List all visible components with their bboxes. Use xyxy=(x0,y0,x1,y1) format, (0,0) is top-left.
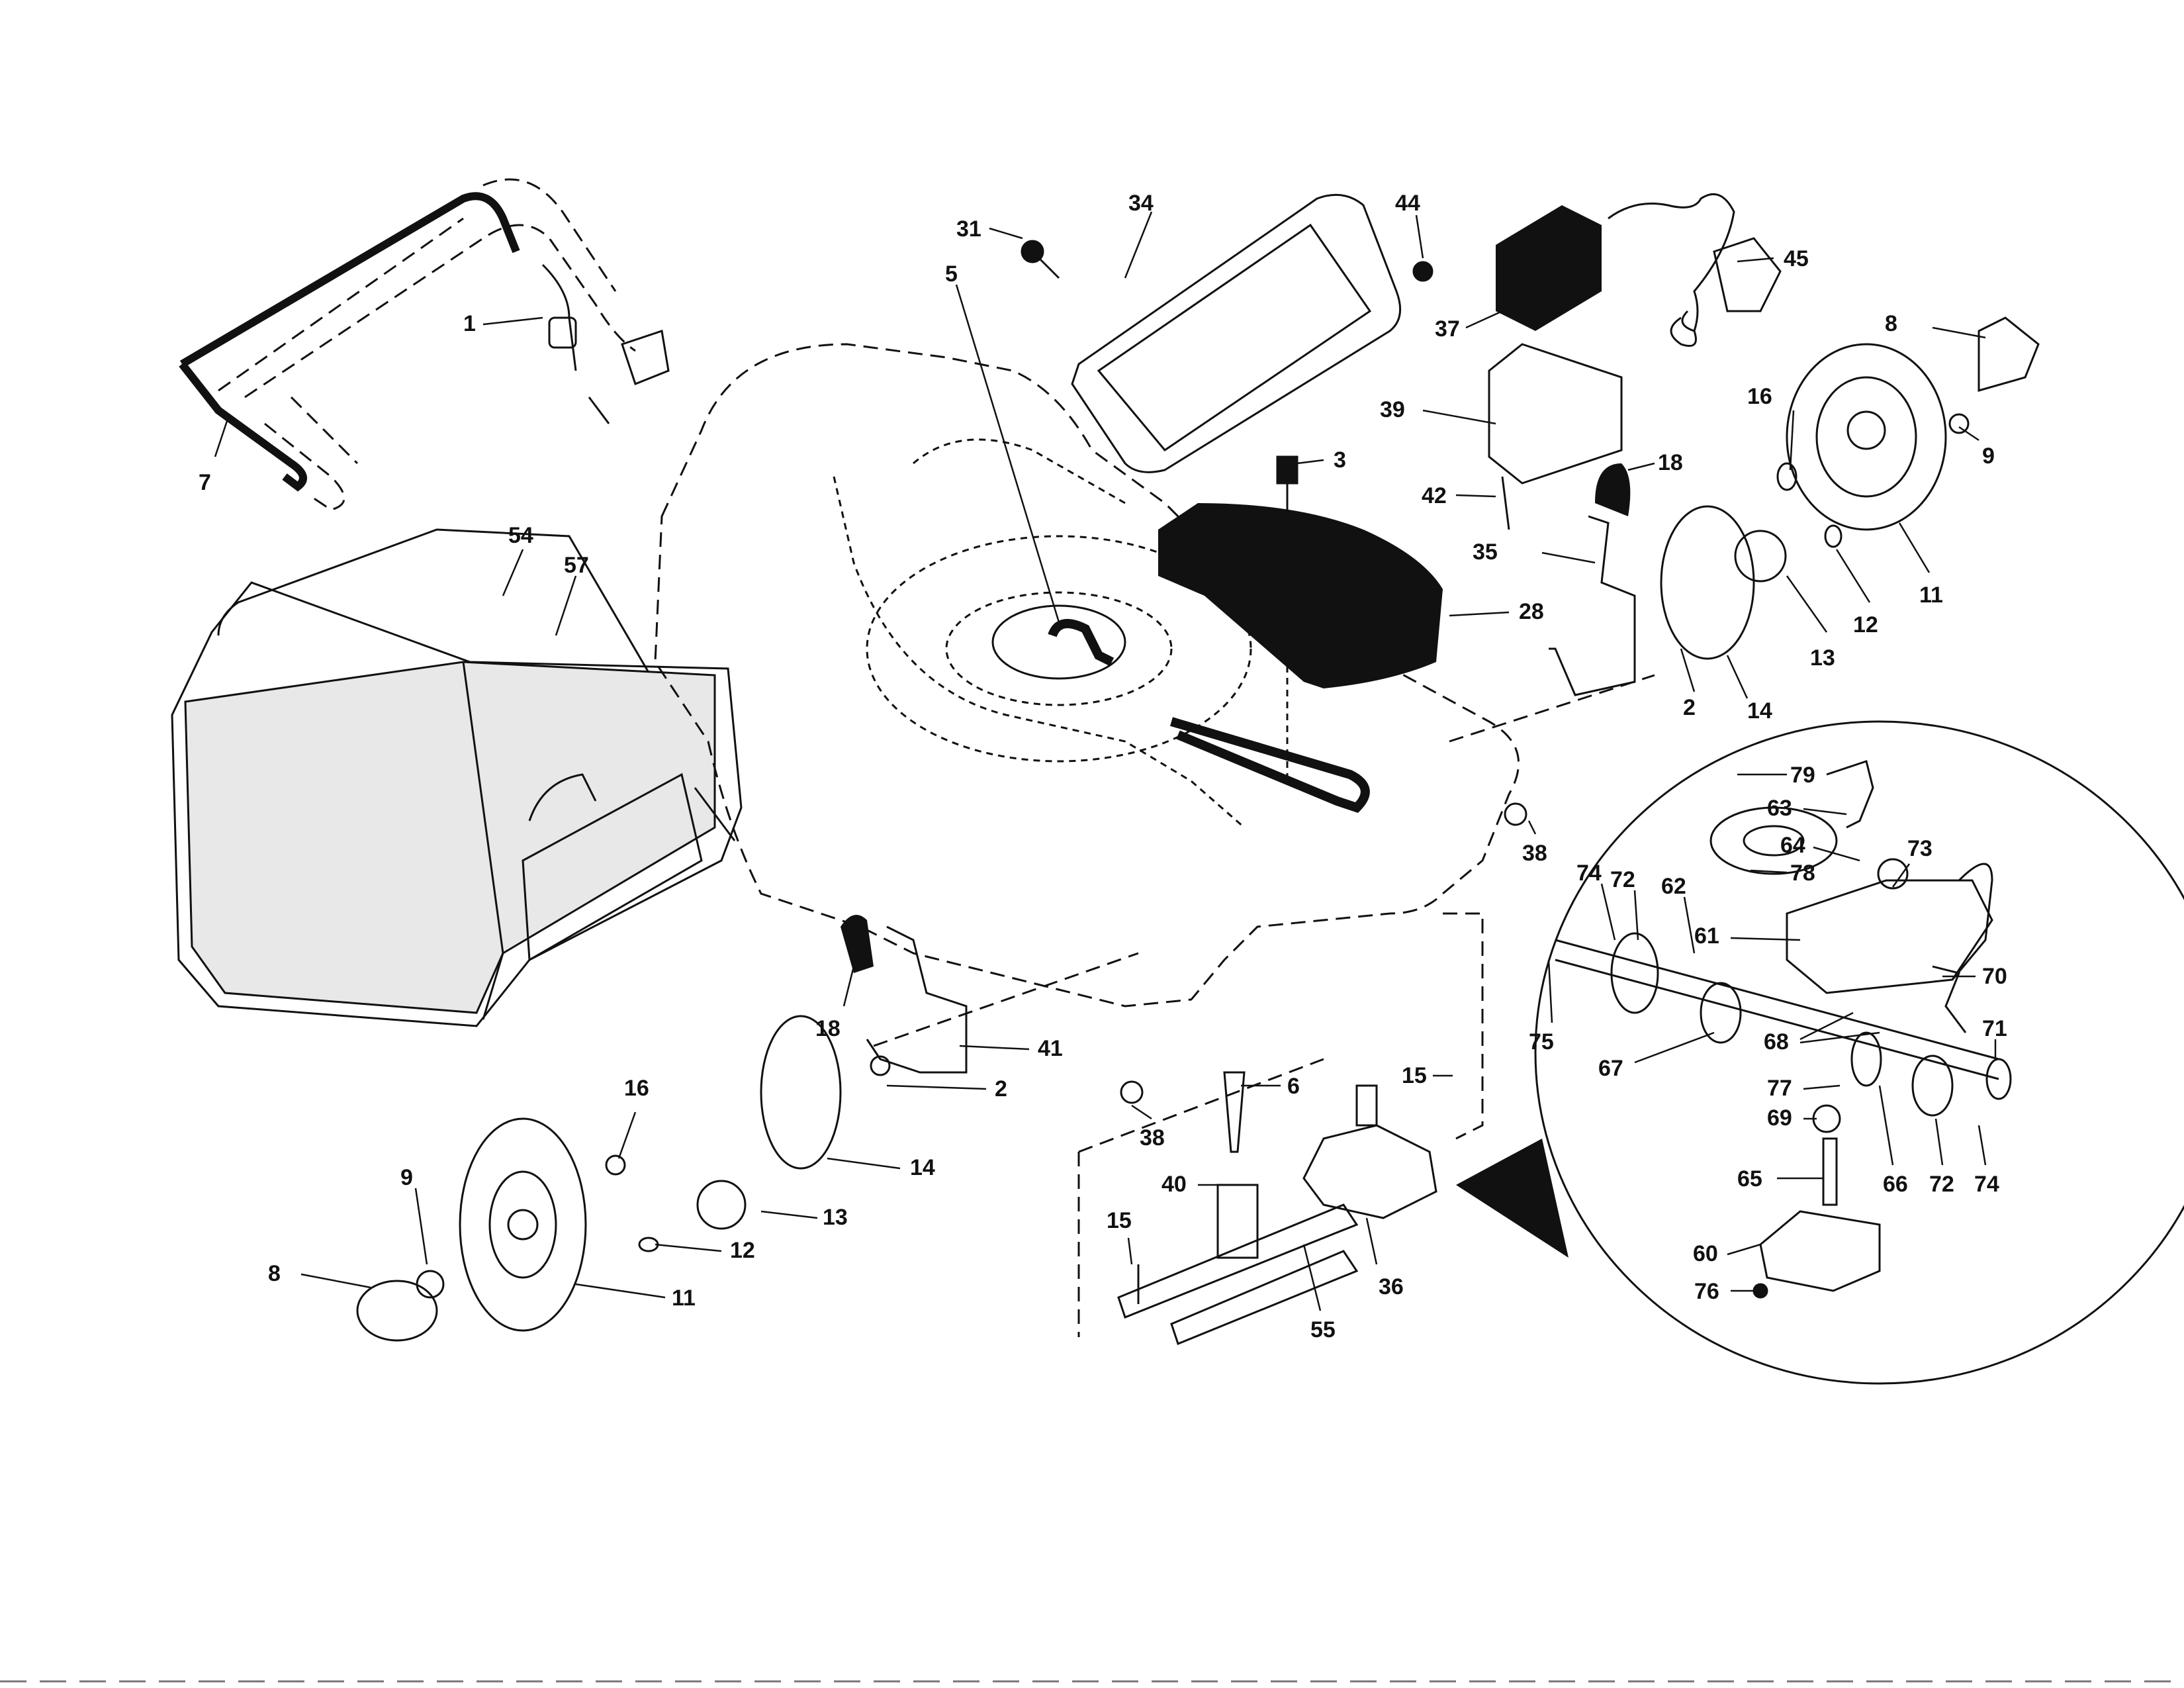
callout-37: 37 xyxy=(1435,316,1460,342)
part-callouts: 1 7 54 57 31 34 44 5 37 45 39 3 42 18 35… xyxy=(199,191,2007,1342)
callout-18-right: 18 xyxy=(1658,450,1683,475)
callout-55: 55 xyxy=(1310,1317,1336,1342)
callout-15-right: 15 xyxy=(1402,1063,1427,1088)
callout-54: 54 xyxy=(508,523,533,548)
callout-38-left: 38 xyxy=(1140,1125,1165,1150)
belt-cover xyxy=(1158,455,1443,781)
callout-16-left: 16 xyxy=(624,1076,649,1101)
callout-2-right: 2 xyxy=(1683,695,1696,720)
handle-assembly xyxy=(179,178,670,511)
callout-7: 7 xyxy=(199,470,211,495)
callout-76: 76 xyxy=(1694,1279,1719,1304)
callout-72-right: 72 xyxy=(1929,1172,1954,1197)
callout-28: 28 xyxy=(1519,599,1544,624)
callout-60: 60 xyxy=(1693,1241,1718,1266)
callout-42: 42 xyxy=(1422,483,1447,508)
callout-65: 65 xyxy=(1737,1166,1762,1192)
callout-11-left: 11 xyxy=(672,1286,696,1311)
callout-5: 5 xyxy=(945,261,958,287)
callout-9-left: 9 xyxy=(400,1165,413,1190)
callout-36: 36 xyxy=(1379,1274,1404,1299)
callout-41: 41 xyxy=(1038,1036,1063,1061)
callout-64: 64 xyxy=(1780,833,1805,858)
transmission-inset xyxy=(1456,720,2184,1385)
mower-deck xyxy=(654,343,1520,1008)
drive-belt xyxy=(1048,619,1370,814)
callout-11-right: 11 xyxy=(1919,583,1943,608)
callout-45: 45 xyxy=(1784,246,1809,271)
callout-8-top: 8 xyxy=(1885,311,1897,336)
grass-catcher xyxy=(171,528,743,1027)
callout-15-left: 15 xyxy=(1107,1208,1132,1233)
callout-40: 40 xyxy=(1161,1172,1187,1197)
callout-12-left: 12 xyxy=(730,1238,755,1263)
drive-assembly xyxy=(1077,912,1484,1345)
callout-70: 70 xyxy=(1982,964,2007,989)
callout-63: 63 xyxy=(1767,796,1792,821)
callout-74-left: 74 xyxy=(1576,861,1602,886)
callout-2-left: 2 xyxy=(995,1076,1007,1102)
callout-9-right: 9 xyxy=(1982,444,1995,469)
callout-3: 3 xyxy=(1334,447,1346,473)
callout-14-left: 14 xyxy=(910,1155,935,1180)
callout-68: 68 xyxy=(1764,1029,1789,1055)
callout-6: 6 xyxy=(1287,1074,1300,1099)
callout-31: 31 xyxy=(956,216,981,242)
callout-13-right: 13 xyxy=(1810,645,1835,671)
battery-assembly xyxy=(1488,193,1782,530)
callout-77: 77 xyxy=(1767,1076,1792,1101)
callout-57: 57 xyxy=(564,553,589,578)
callout-1: 1 xyxy=(463,311,476,336)
callout-8-left: 8 xyxy=(268,1261,281,1286)
callout-75: 75 xyxy=(1529,1029,1554,1055)
callout-79: 79 xyxy=(1790,763,1815,788)
callout-16-right: 16 xyxy=(1747,384,1772,409)
callout-38-right: 38 xyxy=(1522,841,1547,866)
callout-73: 73 xyxy=(1907,836,1933,861)
callout-66: 66 xyxy=(1883,1172,1908,1197)
callout-72-left: 72 xyxy=(1610,867,1635,892)
callout-71: 71 xyxy=(1982,1016,2007,1041)
callout-69: 69 xyxy=(1767,1105,1792,1131)
callout-74-right: 74 xyxy=(1974,1172,1999,1197)
callout-62: 62 xyxy=(1661,874,1686,899)
right-wheel-assembly xyxy=(1449,316,2040,826)
callout-34: 34 xyxy=(1128,191,1154,216)
callout-67: 67 xyxy=(1598,1056,1623,1081)
callout-78: 78 xyxy=(1790,861,1815,886)
callout-14-right: 14 xyxy=(1747,698,1772,724)
callout-44: 44 xyxy=(1395,191,1420,216)
left-wheel-assembly xyxy=(356,915,1144,1342)
callout-61: 61 xyxy=(1694,923,1719,949)
callout-18-left: 18 xyxy=(815,1016,841,1041)
callout-35: 35 xyxy=(1473,539,1498,565)
callout-39: 39 xyxy=(1380,397,1405,422)
callout-12-right: 12 xyxy=(1853,612,1878,637)
callout-13-left: 13 xyxy=(823,1205,848,1230)
control-panel xyxy=(1021,193,1433,473)
